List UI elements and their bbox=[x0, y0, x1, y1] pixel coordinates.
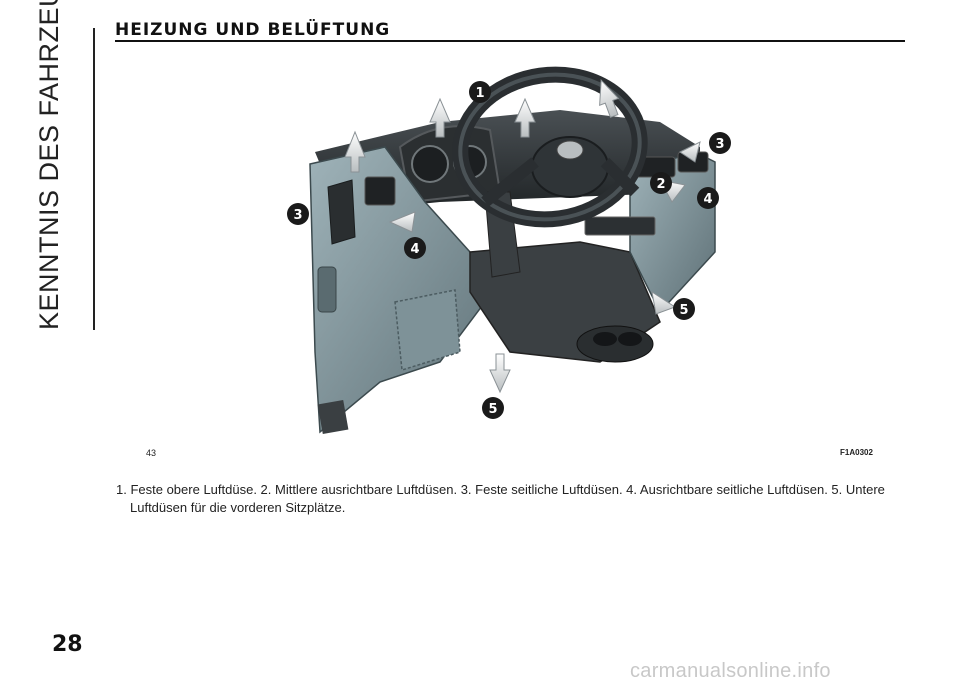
svg-text:4: 4 bbox=[410, 242, 419, 257]
dashboard-left-panel bbox=[309, 146, 501, 434]
callout-4-left: 4 bbox=[404, 237, 426, 259]
svg-text:5: 5 bbox=[488, 402, 497, 417]
figure-code: F1A0302 bbox=[840, 448, 873, 457]
dashboard-illustration: 1 2 3 3 4 4 5 5 bbox=[287, 66, 731, 435]
callout-1: 1 bbox=[469, 81, 491, 103]
callout-5-left: 5 bbox=[482, 397, 504, 419]
radio-panel bbox=[584, 216, 656, 236]
watermark: carmanualsonline.info bbox=[630, 660, 831, 682]
callout-3-right: 3 bbox=[709, 132, 731, 154]
svg-text:3: 3 bbox=[293, 208, 302, 223]
figure-number: 43 bbox=[146, 448, 157, 458]
door-recess bbox=[317, 266, 337, 313]
svg-text:3: 3 bbox=[715, 137, 724, 152]
callout-4-right: 4 bbox=[697, 187, 719, 209]
glovebox bbox=[394, 289, 461, 371]
left-side-vent bbox=[327, 179, 356, 245]
section-side-title: KENNTNIS DES FAHRZEUGES bbox=[33, 0, 64, 330]
svg-text:1: 1 bbox=[475, 86, 484, 101]
pedal bbox=[317, 399, 349, 435]
left-adjustable-vent bbox=[364, 176, 396, 206]
page-heading: HEIZUNG UND BELÜFTUNG bbox=[115, 20, 391, 40]
svg-text:2: 2 bbox=[656, 177, 665, 192]
callout-5-right: 5 bbox=[673, 298, 695, 320]
side-rule bbox=[93, 28, 95, 330]
cup-holder bbox=[576, 325, 654, 363]
callout-2: 2 bbox=[650, 172, 672, 194]
callout-3-left: 3 bbox=[287, 203, 309, 225]
page-number: 28 bbox=[52, 632, 83, 657]
figure-caption: 1. Feste obere Luftdüse. 2. Mittlere aus… bbox=[116, 482, 885, 515]
svg-text:4: 4 bbox=[703, 192, 712, 207]
svg-text:5: 5 bbox=[679, 303, 688, 318]
dashboard-vents-figure: 1 2 3 3 4 4 5 5 43 F1A0302 bbox=[140, 52, 880, 458]
heading-rule bbox=[115, 40, 905, 42]
